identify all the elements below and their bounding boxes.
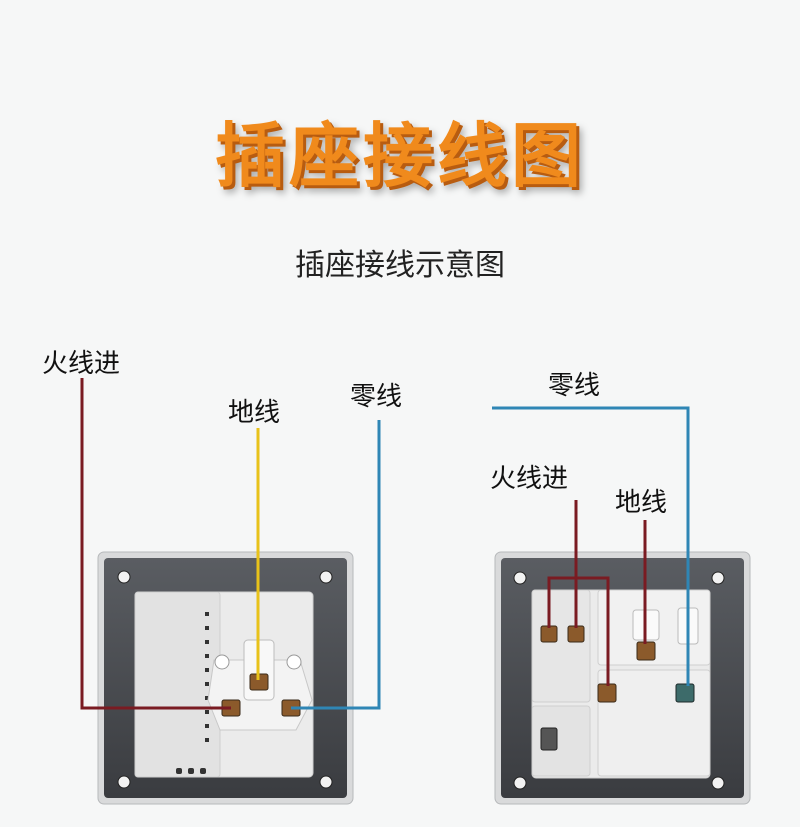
page-subtitle: 插座接线示意图: [295, 248, 505, 283]
page-title: 插座接线图: [215, 115, 585, 197]
screw-hole-icon: [711, 776, 725, 790]
earth-terminal-icon: [636, 641, 656, 661]
left-live-wire: [80, 378, 231, 710]
screw-hole-icon: [319, 570, 333, 584]
screw-hole-icon: [513, 776, 527, 790]
screw-hole-icon: [117, 570, 131, 584]
left-neutral-wire: [291, 420, 381, 710]
left-socket-panel: [97, 551, 354, 805]
right-live-label: 火线进: [490, 464, 569, 494]
screw-hole-icon: [711, 571, 725, 585]
live-terminal-icon: [567, 625, 585, 643]
neutral-terminal-icon: [675, 683, 695, 703]
left-earth-label: 地线: [228, 398, 281, 428]
right-earth-label: 地线: [615, 488, 668, 518]
left-live-label: 火线进: [42, 349, 121, 379]
right-live-wire: [547, 500, 578, 628]
screw-hole-icon: [513, 571, 527, 585]
live-terminal-icon: [540, 625, 558, 643]
right-neutral-label: 零线: [548, 371, 601, 401]
screw-hole-icon: [117, 775, 131, 789]
right-socket-panel: [494, 551, 751, 805]
right-neutral-wire: [492, 406, 690, 686]
live-terminal-icon: [597, 683, 617, 703]
screw-hole-icon: [319, 775, 333, 789]
left-neutral-label: 零线: [350, 382, 403, 412]
